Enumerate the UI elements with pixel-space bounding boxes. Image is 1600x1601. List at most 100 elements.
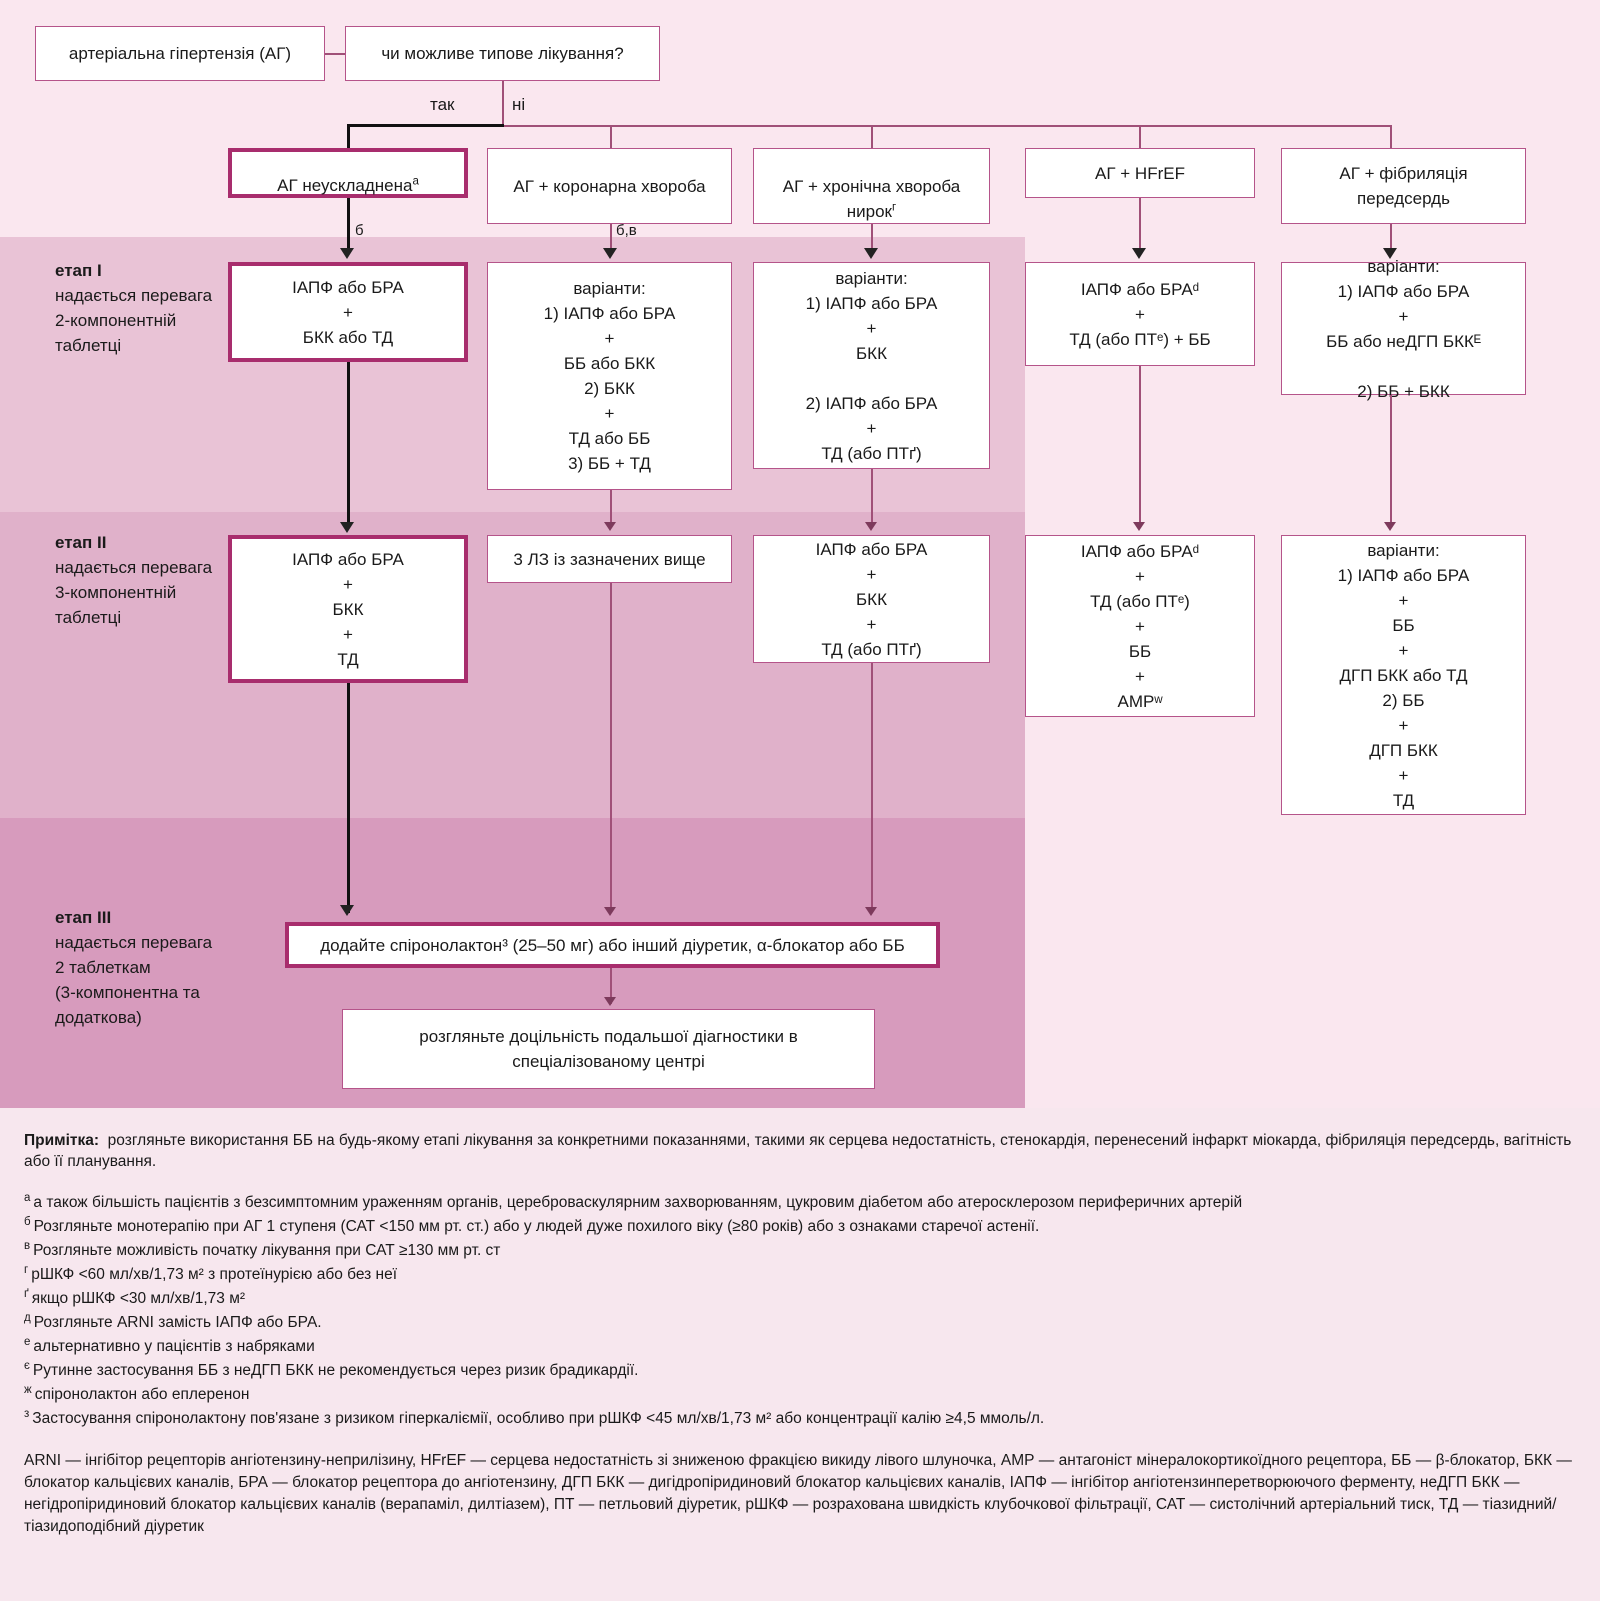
footnote-marker: ж <box>24 1383 32 1396</box>
start-box-label: артеріальна гіпертензія (АГ) <box>68 44 292 63</box>
arrow-col5-stage2 <box>1384 522 1396 531</box>
arrow-col1-stage1 <box>340 248 354 259</box>
footnote-marker: е <box>24 1335 31 1348</box>
stage-3-desc: надається перевага 2 таблеткам (3-компон… <box>55 933 213 1027</box>
column-header-hfref[interactable]: АГ + HFrEF <box>1025 148 1255 198</box>
stage1-box-af-text: варіанти: 1) ІАПФ або БРА + ББ або неДГП… <box>1326 256 1481 401</box>
stage1-box-uncomplicated-text: ІАПФ або БРА + БКК або ТД <box>292 277 404 347</box>
footnote-text: Розгляньте ARNI замість ІАПФ або БРА. <box>33 1314 322 1331</box>
stage-3-label: етап III надається перевага 2 таблеткам … <box>55 905 255 1030</box>
connector-col3-stage2-stage3 <box>871 663 873 913</box>
arrow-col1-stage3 <box>340 905 354 916</box>
stage-2-label: етап II надається перевага 3-компонентні… <box>55 530 255 630</box>
connector-col5-to-stage1 <box>1390 224 1392 254</box>
connector-col3-down <box>871 125 873 151</box>
connector-decision-stem <box>502 81 504 125</box>
stage1-box-ckd-text: варіанти: 1) ІАПФ або БРА + БКК 2) ІАПФ … <box>805 268 938 463</box>
arrow-stage3-final <box>604 997 616 1006</box>
connector-col5-down <box>1390 125 1392 151</box>
connector-col1-down <box>347 124 350 151</box>
branch-note-col2: б,в <box>616 222 637 239</box>
stage2-box-ckd[interactable]: ІАПФ або БРА + БКК + ТД (або ПТґ) <box>753 535 990 663</box>
column-header-uncomplicated-label: АГ неускладненаа <box>242 148 454 198</box>
connector-start-decision <box>325 53 345 55</box>
note-main: Примітка: розгляньте використання ББ на … <box>24 1130 1576 1172</box>
footnote-text: рШКФ <60 мл/хв/1,73 м² з протеїнурією аб… <box>31 1266 398 1283</box>
stage2-box-coronary[interactable]: 3 ЛЗ із зазначених вище <box>487 535 732 583</box>
footnote-text: Рутинне застосування ББ з неДГП БКК не р… <box>32 1362 639 1379</box>
arrow-col2-stage1 <box>603 248 617 259</box>
column-header-ckd[interactable]: АГ + хронічна хвороба нирокг <box>753 148 990 224</box>
stage1-box-af[interactable]: варіанти: 1) ІАПФ або БРА + ББ або неДГП… <box>1281 257 1526 401</box>
footnote-text: альтернативно у пацієнтів з набряками <box>33 1338 315 1355</box>
stage2-box-coronary-text: 3 ЛЗ із зазначених вище <box>513 549 706 569</box>
arrow-col2-stage2 <box>604 522 616 531</box>
note-main-label: Примітка: <box>24 1132 100 1149</box>
stage-1-desc: надається перевага 2-компонентній таблет… <box>55 286 213 355</box>
arrow-col3-stage1 <box>864 248 878 259</box>
decision-box[interactable]: чи можливе типове лікування? <box>345 26 660 81</box>
column-header-af[interactable]: АГ + фібриляція передсердь <box>1281 148 1526 224</box>
stage3-box-specialist-center[interactable]: розгляньте доцільність подальшої діагнос… <box>342 1009 875 1089</box>
footnote-marker: в <box>24 1239 31 1252</box>
column-header-uncomplicated[interactable]: АГ неускладненаа <box>228 148 468 198</box>
stage3-box-add-spironolactone[interactable]: додайте спіронолактон³ (25–50 мг) або ін… <box>285 922 940 968</box>
connector-col2-to-stage1 <box>610 224 612 254</box>
stage2-box-ckd-text: ІАПФ або БРА + БКК + ТД (або ПТґ) <box>815 539 928 659</box>
col3-title: АГ + хронічна хвороба нирок <box>782 176 961 221</box>
arrow-col5-stage1 <box>1383 248 1397 259</box>
connector-col4-stage1-stage2 <box>1139 366 1141 528</box>
arrow-col2-stage3 <box>604 907 616 916</box>
stage-1-title: етап I <box>55 261 102 280</box>
stage1-box-uncomplicated[interactable]: ІАПФ або БРА + БКК або ТД <box>228 262 468 362</box>
column-header-hfref-label: АГ + HFrEF <box>1095 163 1185 183</box>
stage3-box-add-spironolactone-text: додайте спіронолактон³ (25–50 мг) або ін… <box>320 935 905 955</box>
connector-col2-stage2-stage3 <box>610 583 612 913</box>
column-header-coronary[interactable]: АГ + коронарна хвороба <box>487 148 732 224</box>
footnote-marker: з <box>24 1407 30 1420</box>
connector-col1-stage2-stage3 <box>347 683 350 913</box>
note-main-text: розгляньте використання ББ на будь-якому… <box>24 1132 1572 1170</box>
arrow-col3-stage2 <box>865 522 877 531</box>
connector-col1-stage1-stage2 <box>347 362 350 528</box>
stage-2-title: етап II <box>55 533 107 552</box>
abbreviations-text: ARNI — інгібітор рецепторів ангіотензину… <box>24 1452 1572 1535</box>
footnote-text: Розгляньте можливість початку лікування … <box>33 1242 501 1259</box>
stage1-box-coronary[interactable]: варіанти: 1) ІАПФ або БРА + ББ або БКК 2… <box>487 262 732 490</box>
footnote-text: Розгляньте монотерапію при АГ 1 ступеня … <box>33 1218 1040 1235</box>
footnote-text: якщо рШКФ <30 мл/хв/1,73 м² <box>31 1290 246 1307</box>
stage-2-desc: надається перевага 3-компонентній таблет… <box>55 558 213 627</box>
connector-col4-to-stage1 <box>1139 198 1141 254</box>
stage2-box-af-text: варіанти: 1) ІАПФ або БРА + ББ + ДГП БКК… <box>1337 540 1470 810</box>
footnote-marker: ґ <box>24 1287 29 1300</box>
connector-col1-to-stage1 <box>347 198 350 254</box>
edge-label-no: ні <box>512 95 526 114</box>
footnote-text: Застосування спіронолактону пов'язане з … <box>32 1410 1045 1427</box>
stage2-box-hfref[interactable]: ІАПФ або БРАᵈ + ТД (або ПТᵉ) + ББ + АМРʷ <box>1025 535 1255 717</box>
footnote-text: а також більшість пацієнтів з безсимптом… <box>33 1194 1243 1211</box>
connector-distributor-right <box>502 125 1391 127</box>
branch-note-col1: б <box>355 222 364 239</box>
stage2-box-af[interactable]: варіанти: 1) ІАПФ або БРА + ББ + ДГП БКК… <box>1281 535 1526 815</box>
connector-col3-to-stage1 <box>871 224 873 254</box>
edge-label-yes: так <box>430 95 455 114</box>
stage1-box-ckd[interactable]: варіанти: 1) ІАПФ або БРА + БКК 2) ІАПФ … <box>753 262 990 469</box>
stage2-box-uncomplicated[interactable]: ІАПФ або БРА + БКК + ТД <box>228 535 468 683</box>
connector-distributor-yes <box>347 124 504 127</box>
stage1-box-hfref[interactable]: ІАПФ або БРАᵈ + ТД (або ПТᵉ) + ББ <box>1025 262 1255 366</box>
footnote-marker: а <box>24 1191 31 1204</box>
footnote-text: спіронолактон або еплеренон <box>34 1386 250 1403</box>
column-header-coronary-label: АГ + коронарна хвороба <box>513 176 706 196</box>
footnote-marker: д <box>24 1311 31 1324</box>
col1-sup: а <box>412 175 419 188</box>
start-box[interactable]: артеріальна гіпертензія (АГ) <box>35 26 325 81</box>
col3-sup: г <box>892 200 897 213</box>
